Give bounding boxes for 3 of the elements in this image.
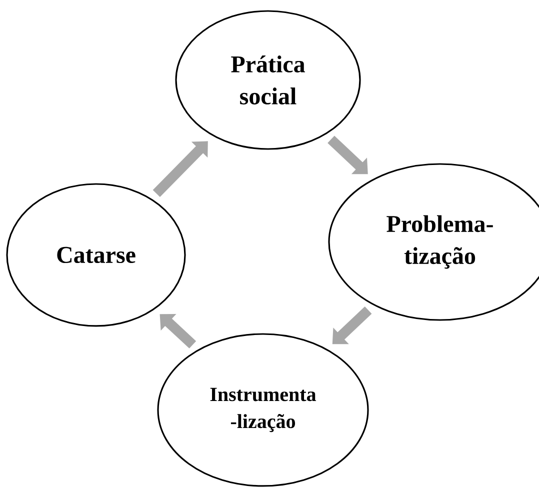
block-arrow [332, 306, 372, 344]
block-arrow [152, 141, 208, 198]
block-arrow [328, 136, 368, 174]
